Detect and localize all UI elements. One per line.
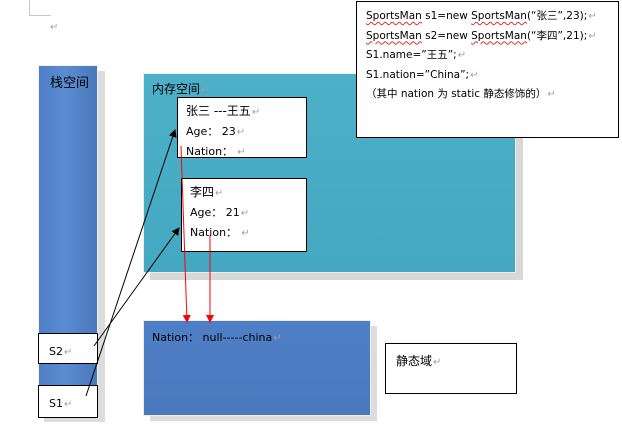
paragraph-mark-icon: ↵	[470, 69, 479, 81]
code-line: S1.name=”王五”;↵	[366, 49, 467, 61]
object-name: 张三 ---王五	[186, 104, 251, 118]
paragraph-mark-icon: ↵	[215, 188, 224, 199]
static-area	[143, 320, 371, 416]
page-corner-vertical-mark	[29, 0, 30, 16]
paragraph-mark-icon: ↵	[251, 107, 261, 118]
paragraph-mark-icon: ↵	[240, 208, 250, 219]
paragraph-mark-icon: ↵	[63, 347, 73, 358]
arrow-s1-to-object	[85, 129, 177, 397]
heap-object-s1: 张三 ---王五↵ Age： 23↵ Nation： ↵	[177, 97, 307, 158]
stack-var-label: S1	[49, 397, 63, 410]
heap-object-s2: 李四↵ Age： 21↵ Nation： ↵	[181, 178, 307, 252]
object-nation: Nation：	[186, 145, 234, 158]
object-nation: Nation：	[190, 226, 238, 239]
arrow-nation-s1-to-static	[180, 145, 191, 323]
object-age: Age： 23	[186, 125, 236, 138]
paragraph-mark-icon: ↵	[238, 228, 250, 239]
heap-title: 内存空间↵	[152, 82, 210, 96]
paragraph-mark-icon: ↵	[236, 127, 246, 138]
stack-var-s2: S2↵	[38, 333, 98, 364]
stack-title: 栈空间	[50, 76, 90, 91]
paragraph-mark-icon: ↵	[547, 89, 556, 100]
paragraph-mark-icon: ↵	[588, 11, 597, 22]
paragraph-mark-icon: ↵	[457, 50, 467, 61]
code-line: SportsMan s1=new SportsMan(“张三”,23);↵	[366, 10, 597, 22]
static-area-label: 静态域↵	[385, 343, 517, 394]
code-box: SportsMan s1=new SportsMan(“张三”,23);↵ Sp…	[356, 1, 619, 138]
paragraph-mark-icon: ↵	[201, 85, 210, 96]
static-area-content: Nation： null-----china↵	[152, 331, 282, 344]
arrow-s2-to-object	[93, 227, 180, 347]
paragraph-mark-icon: ↵	[63, 399, 73, 410]
page-corner-horizontal-mark	[30, 15, 51, 16]
paragraph-mark-icon: ↵	[50, 22, 59, 33]
paragraph-mark-icon: ↵	[588, 30, 597, 42]
paragraph-mark-icon: ↵	[234, 147, 246, 158]
paragraph-mark-icon: ↵	[273, 333, 282, 344]
code-line: S1.nation=”China”;↵	[366, 68, 479, 81]
paragraph-mark-icon: ↵	[433, 357, 442, 368]
object-name: 李四	[190, 185, 215, 199]
object-age: Age： 21	[190, 206, 240, 219]
code-line: （其中 nation 为 static 静态修饰的）↵	[366, 88, 556, 100]
stack-var-s1: S1↵	[38, 385, 98, 418]
stack-var-label: S2	[49, 345, 63, 358]
code-line: SportsMan s2=new SportsMan(“李四”,21);↵	[366, 29, 597, 42]
